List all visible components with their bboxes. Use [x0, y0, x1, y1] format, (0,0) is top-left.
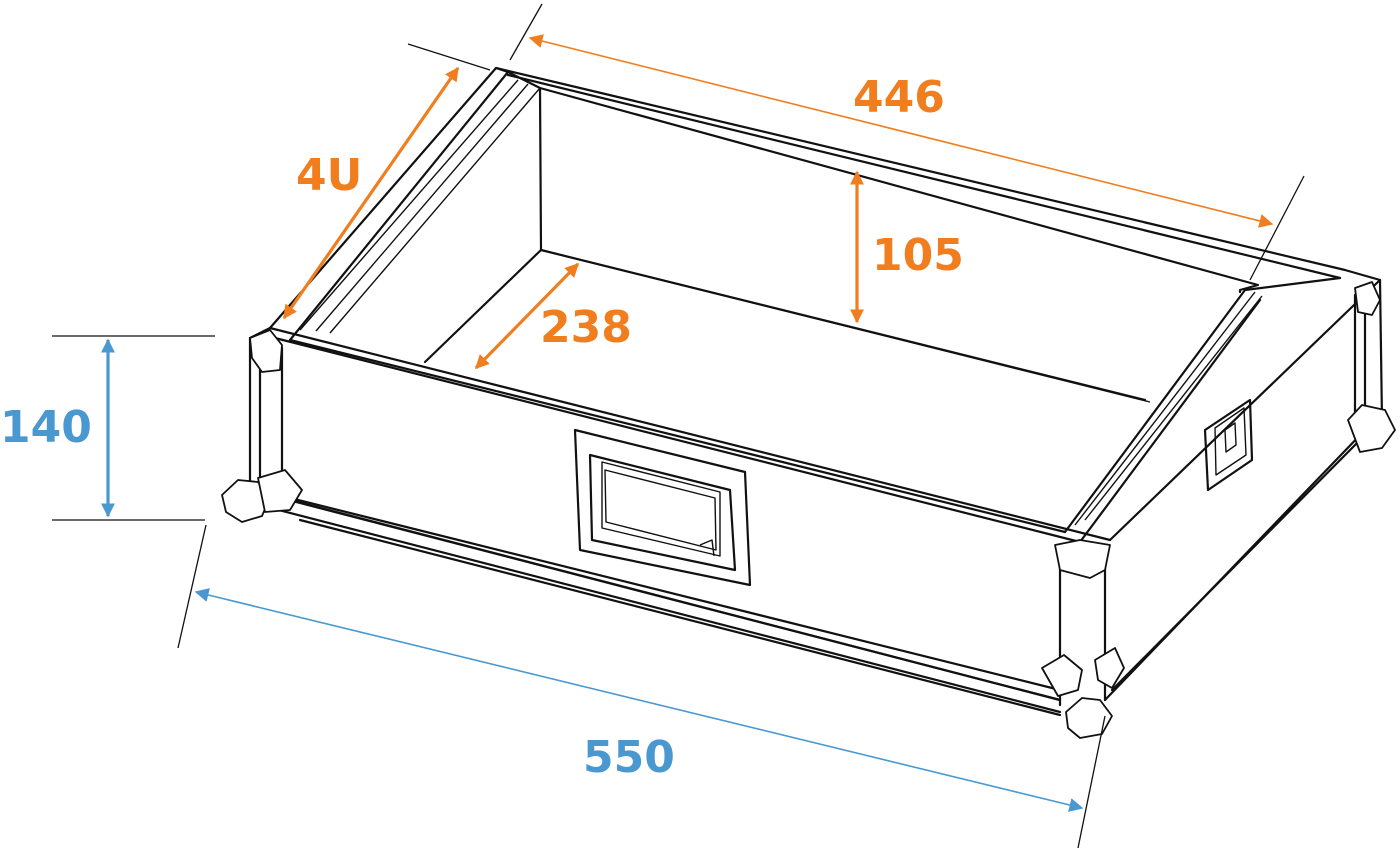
label-550: 550	[583, 732, 675, 783]
front-handle	[573, 428, 752, 587]
dim-arrow-446	[528, 34, 1274, 228]
right-rack-rail	[1063, 276, 1342, 534]
side-handle	[1203, 398, 1254, 492]
dim-arrow-4u	[282, 66, 460, 320]
label-140: 140	[0, 402, 92, 453]
left-rack-rail	[268, 66, 510, 342]
dimension-arrows	[101, 34, 1274, 812]
extension-lines	[52, 3, 1305, 849]
dimension-labels: 4U 446 105 238 140 550	[0, 72, 964, 783]
label-4u: 4U	[296, 150, 362, 201]
dim-arrow-550	[194, 588, 1084, 812]
label-238: 238	[540, 302, 632, 353]
dim-arrow-238	[474, 262, 580, 370]
front-rim	[268, 326, 1112, 542]
label-446: 446	[853, 72, 945, 123]
label-105: 105	[872, 230, 964, 281]
case-body	[238, 66, 1384, 717]
corner-back-right	[1347, 404, 1396, 453]
